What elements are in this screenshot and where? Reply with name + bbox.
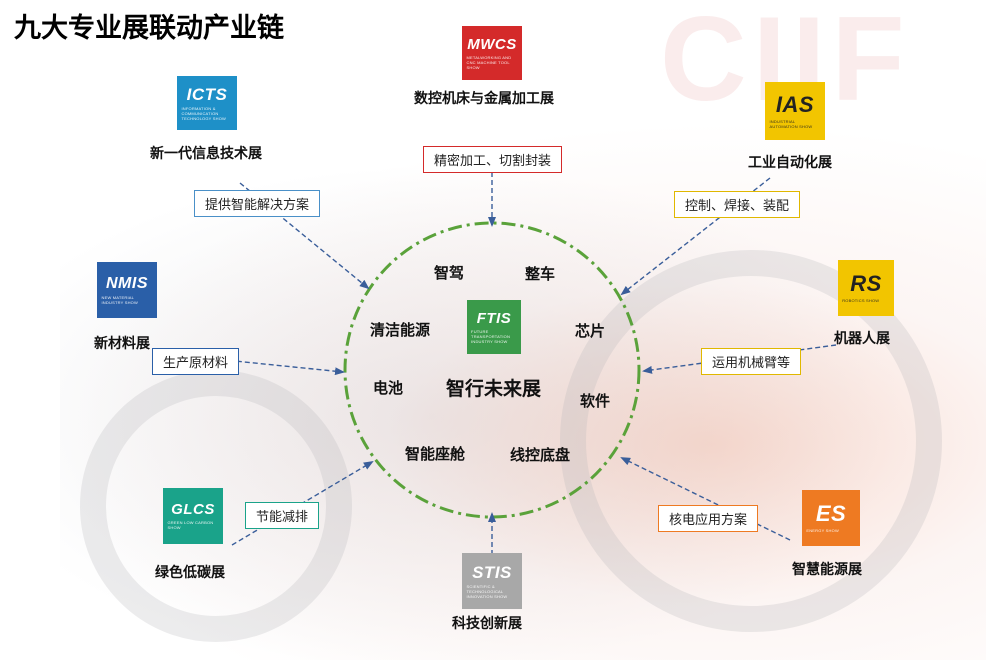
node-smart-cockpit: 智能座舱 (405, 445, 466, 463)
node-chip: 芯片 (575, 322, 606, 340)
ias-logo-sub: INDUSTRIAL AUTOMATION SHOW (769, 118, 813, 129)
icts-tag: 提供智能解决方案 (194, 190, 321, 217)
stis-logo-abbr: STIS (472, 562, 512, 582)
ias-logo-abbr: IAS (775, 91, 815, 117)
node-smart-driving: 智驾 (434, 264, 465, 282)
rs-expo-name: 机器人展 (834, 331, 890, 347)
icts-expo-name: 新一代信息技术展 (150, 146, 262, 162)
ias-logo: IAS INDUSTRIAL AUTOMATION SHOW (765, 82, 825, 140)
mwcs-logo: MWCS METALWORKING AND CNC MACHINE TOOL S… (462, 26, 522, 80)
ftis-logo: FTIS FUTURE TRANSPORTATION INDUSTRY SHOW (467, 300, 521, 354)
mwcs-logo-abbr: MWCS (467, 35, 517, 53)
stis-expo-name: 科技创新展 (452, 616, 522, 632)
ftis-logo-sub: FUTURE TRANSPORTATION INDUSTRY SHOW (471, 328, 511, 344)
rs-logo: RS ROBOTICS SHOW (838, 260, 894, 316)
icts-logo-abbr: ICTS (186, 84, 228, 104)
node-battery: 电池 (373, 379, 404, 397)
es-logo-abbr: ES (815, 501, 847, 526)
ias-tag: 控制、焊接、装配 (674, 191, 801, 218)
icts-logo: ICTS INFORMATION & COMMUNICATION TECHNOL… (177, 76, 237, 130)
link-line-ias (620, 177, 771, 296)
center-ring (343, 221, 641, 519)
rs-logo-abbr: RS (850, 271, 882, 296)
node-vehicle: 整车 (525, 265, 556, 283)
es-logo-sub: ENERGY SHOW (806, 528, 839, 533)
node-clean-energy: 清洁能源 (370, 321, 431, 339)
ftis-logo-abbr: FTIS (476, 309, 512, 327)
link-line-es (620, 457, 791, 541)
glcs-logo-sub: GREEN LOW CARBON SHOW (167, 520, 214, 530)
glcs-logo-abbr: GLCS (171, 501, 215, 518)
mwcs-expo-name: 数控机床与金属加工展 (414, 91, 554, 107)
nmis-logo-sub: NEW MATERIAL INDUSTRY SHOW (101, 294, 138, 305)
glcs-expo-name: 绿色低碳展 (155, 565, 225, 581)
rs-tag: 运用机械臂等 (701, 348, 802, 375)
nmis-expo-name: 新材料展 (94, 336, 150, 352)
mwcs-tag: 精密加工、切割封装 (423, 146, 563, 173)
rs-logo-sub: ROBOTICS SHOW (842, 298, 880, 303)
nmis-logo: NMIS NEW MATERIAL INDUSTRY SHOW (97, 262, 157, 318)
center-expo-name: 智行未来展 (446, 378, 542, 400)
es-expo-name: 智慧能源展 (792, 562, 862, 578)
ias-expo-name: 工业自动化展 (748, 155, 832, 171)
node-software: 软件 (580, 392, 611, 410)
nmis-logo-abbr: NMIS (106, 274, 148, 292)
icts-logo-sub: INFORMATION & COMMUNICATION TECHNOLOGY S… (181, 105, 226, 121)
glcs-logo: GLCS GREEN LOW CARBON SHOW (163, 488, 223, 544)
es-tag: 核电应用方案 (658, 505, 759, 532)
node-drive-by-wire-chassis: 线控底盘 (510, 446, 571, 464)
page-title: 九大专业展联动产业链 (14, 13, 284, 44)
glcs-tag: 节能减排 (245, 502, 320, 529)
link-line-nmis (204, 357, 345, 376)
stis-logo-sub: SCIENTIFIC & TECHNOLOGICAL INNOVATION SH… (466, 583, 508, 599)
mwcs-logo-sub: METALWORKING AND CNC MACHINE TOOL SHOW (466, 54, 512, 70)
es-logo: ES ENERGY SHOW (802, 490, 860, 546)
nmis-tag: 生产原材料 (152, 348, 240, 375)
stis-logo: STIS SCIENTIFIC & TECHNOLOGICAL INNOVATI… (462, 553, 522, 609)
